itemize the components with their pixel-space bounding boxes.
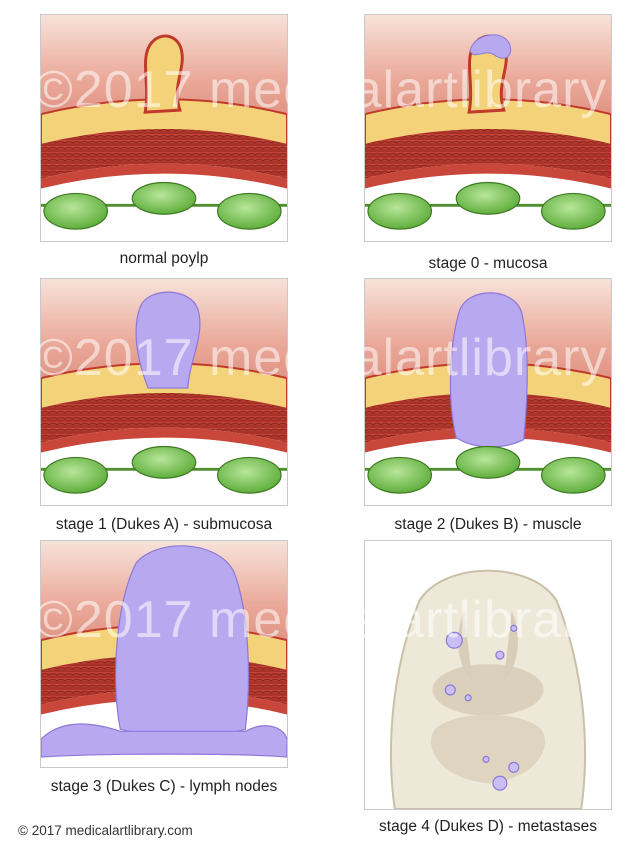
panel-stage-1 <box>40 278 288 506</box>
panel-stage-2 <box>364 278 612 506</box>
panel-stage-3 <box>40 540 288 768</box>
panel-stage-0 <box>364 14 612 242</box>
panel-normal-polyp <box>40 14 288 242</box>
caption-stage-1: stage 1 (Dukes A) - submucosa <box>40 516 288 534</box>
caption-stage-3: stage 3 (Dukes C) - lymph nodes <box>40 778 288 796</box>
caption-stage-4: stage 4 (Dukes D) - metastases <box>364 818 612 836</box>
caption-stage-0: stage 0 - mucosa <box>364 255 612 273</box>
caption-normal-polyp: normal poylp <box>40 250 288 268</box>
panel-stage-4 <box>364 540 612 810</box>
copyright-footer: © 2017 medicalartlibrary.com <box>18 823 193 838</box>
caption-stage-2: stage 2 (Dukes B) - muscle <box>364 516 612 534</box>
